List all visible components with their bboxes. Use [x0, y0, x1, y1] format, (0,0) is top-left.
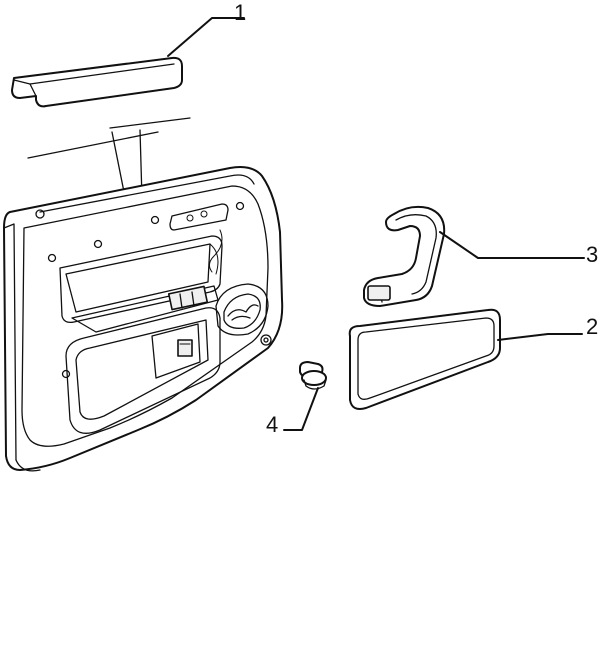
leader-4: [283, 387, 319, 431]
part-pull-handle: [363, 205, 446, 307]
leader-3: [439, 231, 585, 259]
leader-1: [167, 17, 245, 57]
callout-3: 3: [586, 242, 598, 267]
part-clip-plug: [299, 361, 327, 390]
leader-lines: [167, 17, 585, 431]
part-armrest-cover: [348, 308, 501, 410]
part-armrest-pad: [11, 56, 183, 108]
callout-2: 2: [586, 314, 598, 339]
leader-2: [497, 333, 583, 341]
callout-1: 1: [234, 0, 246, 25]
callout-4: 4: [266, 412, 278, 437]
door-trim-panel: [3, 166, 284, 472]
